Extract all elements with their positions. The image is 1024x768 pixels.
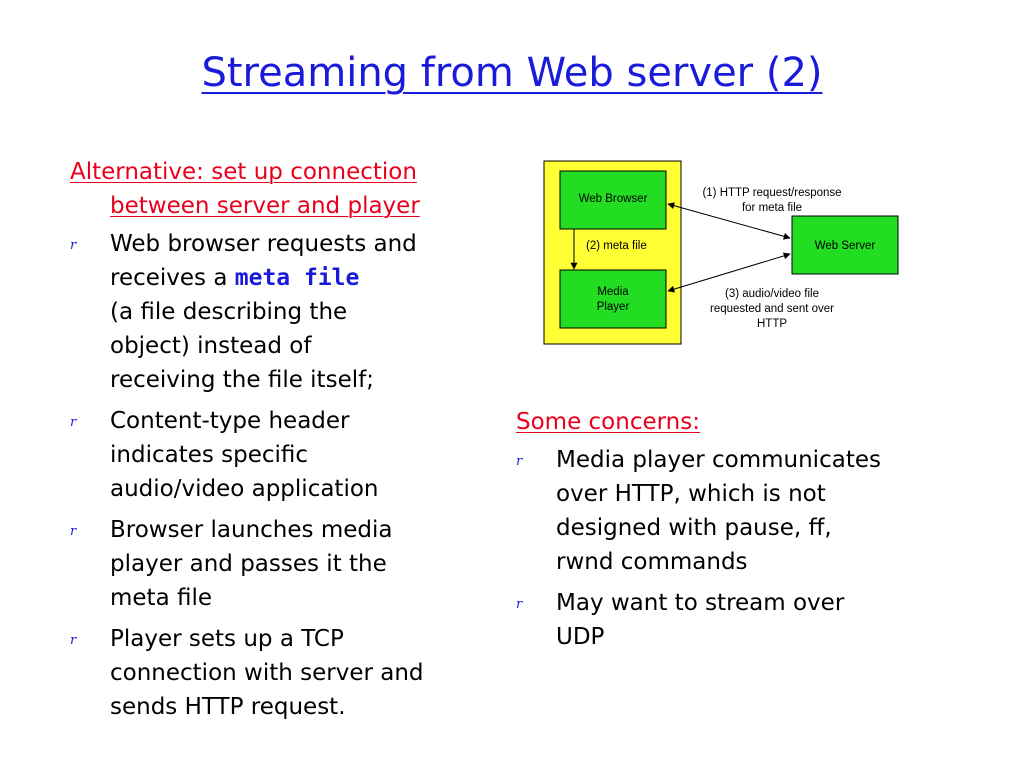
list-item: r Media player communicates over HTTP, w… (516, 443, 936, 579)
bullet-text: UDP (556, 624, 605, 650)
bullet-text: Web browser requests and (110, 231, 417, 257)
label-audio-video-1: (3) audio/video file (725, 288, 819, 300)
bullet-text: designed with pause, ff, (556, 515, 832, 541)
list-item: r Web browser requests and receives a me… (70, 227, 480, 397)
web-browser-box (559, 170, 667, 230)
web-browser-label: Web Browser (579, 193, 648, 205)
left-heading-line2: between server and player (110, 193, 420, 219)
media-player-label-2: Player (597, 301, 630, 313)
right-heading: Some concerns: (516, 409, 700, 435)
bullet-icon: r (516, 454, 523, 469)
bullet-icon: r (70, 633, 77, 648)
label-http-request-1: (1) HTTP request/response (702, 187, 841, 199)
bullet-text: audio/video application (110, 476, 379, 502)
left-heading-line1: Alternative: set up connection (70, 159, 417, 185)
bullet-text: sends HTTP request. (110, 694, 346, 720)
bullet-text: (a file describing the (110, 299, 348, 325)
meta-file-highlight: meta file (234, 265, 360, 291)
bullet-icon: r (70, 524, 77, 539)
bullet-text: Content-type header (110, 408, 350, 434)
bullet-text: meta file (110, 585, 213, 611)
left-heading: Alternative: set up connection between s… (70, 155, 480, 223)
list-item: r Content-type header indicates specific… (70, 404, 480, 506)
bullet-text: connection with server and (110, 660, 424, 686)
right-bullet-list: r Media player communicates over HTTP, w… (516, 443, 936, 654)
bullet-text-part: receives a (110, 265, 235, 291)
list-item: r May want to stream over UDP (516, 586, 936, 654)
bullet-text: Media player communicates (556, 447, 881, 473)
label-audio-video-3: HTTP (757, 318, 787, 330)
bullet-text: Player sets up a TCP (110, 626, 344, 652)
web-server-label: Web Server (815, 240, 876, 252)
label-audio-video-2: requested and sent over (710, 303, 834, 315)
bullet-text: May want to stream over (556, 590, 845, 616)
http-request-arrow (667, 202, 791, 240)
label-meta-file: (2) meta file (586, 240, 647, 252)
bullet-text: over HTTP, which is not (556, 481, 826, 507)
left-column: Alternative: set up connection between s… (70, 155, 480, 731)
list-item: r Player sets up a TCP connection with s… (70, 622, 480, 724)
bullet-text: object) instead of (110, 333, 312, 359)
bullet-text: Browser launches media (110, 517, 393, 543)
media-player-box (559, 269, 667, 329)
bullet-icon: r (70, 415, 77, 430)
bullet-text: player and passes it the (110, 551, 387, 577)
right-column: Some concerns: r Media player communicat… (516, 405, 936, 661)
slide-title: Streaming from Web server (2) (201, 50, 823, 96)
web-server-box (791, 215, 899, 275)
label-http-request-2: for meta file (742, 202, 802, 214)
bullet-text: indicates specific (110, 442, 309, 468)
bullet-text: receives a meta file (110, 261, 480, 295)
streaming-diagram: Web Browser Media Player Web Server (1) … (543, 160, 899, 345)
audio-video-arrow (667, 252, 791, 293)
left-bullet-list: r Web browser requests and receives a me… (70, 227, 480, 724)
bullet-text: rwnd commands (556, 549, 748, 575)
list-item: r Browser launches media player and pass… (70, 513, 480, 615)
bullet-text: receiving the file itself; (110, 367, 374, 393)
bullet-icon: r (70, 238, 77, 253)
bullet-icon: r (516, 597, 523, 612)
media-player-label-1: Media (597, 286, 629, 298)
